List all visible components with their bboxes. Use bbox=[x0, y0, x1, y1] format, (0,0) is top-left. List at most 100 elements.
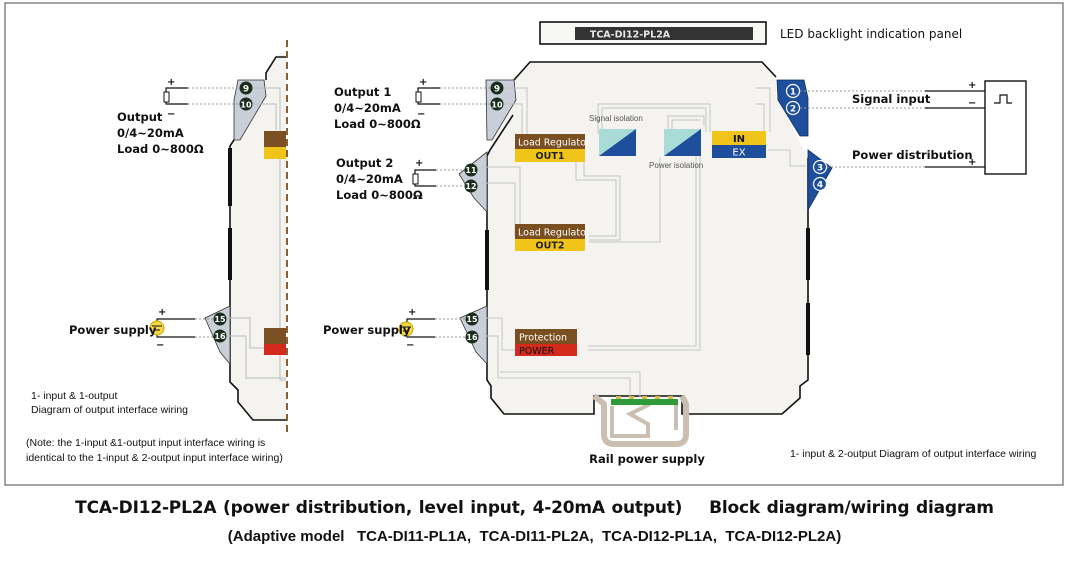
power-supply-label: Power supply bbox=[69, 323, 157, 337]
rail-pcb bbox=[611, 399, 678, 405]
minus-sign: − bbox=[968, 98, 976, 109]
terminal-circle bbox=[213, 312, 227, 326]
rail-clip bbox=[610, 402, 651, 438]
left-protection-block bbox=[264, 328, 286, 344]
led-panel-model: TCA-DI12-PL2A bbox=[590, 30, 671, 41]
dc-source-icon bbox=[398, 321, 414, 337]
terminal-12: 12 bbox=[464, 179, 478, 193]
terminal-15: 15 bbox=[465, 312, 479, 326]
input-block: IN EX bbox=[712, 131, 766, 159]
left-out-block bbox=[264, 147, 286, 159]
power-supply-label: Power supply bbox=[323, 323, 411, 337]
load-regulator-out1: Load Regulator OUT1 bbox=[515, 134, 590, 162]
terminal-number: 15 bbox=[214, 315, 226, 324]
output-wire-plus bbox=[165, 87, 188, 93]
terminal-10: 10 bbox=[490, 97, 504, 111]
terminal-4: 4 bbox=[812, 176, 828, 192]
terminal-number: 2 bbox=[790, 105, 796, 115]
ex-label: EX bbox=[732, 148, 745, 159]
left-wire bbox=[252, 103, 277, 130]
terminal-number: 9 bbox=[494, 85, 500, 95]
terminal-number: 16 bbox=[214, 332, 226, 341]
power-distribution-label: Power distribution bbox=[852, 148, 973, 162]
terminal-10: 10 bbox=[239, 97, 253, 111]
output-range: 0/4~20mA bbox=[117, 126, 184, 140]
led-panel-display bbox=[575, 27, 753, 40]
out2-label: OUT2 bbox=[536, 241, 565, 252]
terminal-number: 11 bbox=[465, 166, 477, 175]
left-module-outline bbox=[229, 95, 286, 421]
terminal-number: 15 bbox=[466, 315, 478, 324]
minus-sign: − bbox=[415, 191, 423, 202]
left-note-line1: (Note: the 1-input &1-output input inter… bbox=[26, 437, 265, 449]
left-caption-line2: Diagram of output interface wiring bbox=[31, 404, 188, 416]
left-wire bbox=[252, 87, 286, 381]
output-title: Output bbox=[117, 110, 163, 124]
terminal-9: 9 bbox=[239, 81, 253, 95]
output2-title: Output 2 bbox=[336, 156, 393, 170]
terminal-number: 9 bbox=[243, 85, 249, 95]
power-isolation-label: Power isolation bbox=[649, 161, 703, 170]
din-rail bbox=[592, 393, 689, 447]
diagram-title: TCA-DI12-PL2A (power distribution, level… bbox=[75, 498, 994, 518]
terminal-16: 16 bbox=[465, 330, 479, 344]
output1-range: 0/4~20mA bbox=[334, 101, 401, 115]
minus-sign: − bbox=[406, 340, 414, 351]
terminal-number: 10 bbox=[491, 101, 503, 110]
right-module-top-outline bbox=[513, 61, 777, 81]
terminal-block-output1 bbox=[485, 79, 517, 141]
terminal-number: 3 bbox=[817, 164, 823, 174]
left-caption-line1: 1- input & 1-output bbox=[31, 390, 117, 402]
led-panel-description: LED backlight indication panel bbox=[780, 27, 962, 41]
load-regulator-label: Load Regulator bbox=[518, 138, 590, 149]
dc-source-icon bbox=[149, 320, 165, 336]
terminal-number: 1 bbox=[790, 88, 796, 98]
terminal-16: 16 bbox=[213, 329, 227, 343]
left-module-latch-2 bbox=[228, 228, 232, 280]
terminal-number: 16 bbox=[466, 333, 478, 342]
power-isolation-block: Power isolation bbox=[649, 129, 703, 170]
output-load: Load 0~800Ω bbox=[117, 142, 204, 156]
terminal-3: 3 bbox=[812, 159, 828, 175]
rail-power-supply-label: Rail power supply bbox=[589, 452, 705, 466]
left-module: 9 10 15 16 + − Output 0/4~20mA Load 0~80… bbox=[26, 40, 288, 464]
diagram-subtitle: (Adaptive model TCA-DI11-PL1A, TCA-DI11-… bbox=[227, 528, 842, 545]
power-label: POWER bbox=[519, 346, 555, 357]
load-resistor-icon bbox=[163, 91, 170, 103]
in-label: IN bbox=[733, 134, 745, 145]
pulse-signal-icon bbox=[994, 94, 1012, 104]
rail-power-supply: Rail power supply bbox=[589, 393, 705, 466]
left-module-latch-1 bbox=[228, 148, 232, 206]
output1-load: Load 0~800Ω bbox=[334, 117, 421, 131]
minus-sign: − bbox=[167, 109, 175, 120]
terminal-number: 12 bbox=[465, 182, 476, 191]
terminal-number: 10 bbox=[240, 101, 252, 110]
terminal-circle bbox=[239, 97, 253, 111]
output1-title: Output 1 bbox=[334, 85, 391, 99]
internal-wiring bbox=[482, 87, 806, 398]
minus-sign: − bbox=[417, 109, 425, 120]
load-resistor-icon bbox=[415, 91, 422, 103]
right-module-latch-right-2 bbox=[806, 303, 810, 355]
plus-sign: + bbox=[158, 307, 166, 318]
terminal-number: 4 bbox=[817, 181, 823, 191]
plus-sign: + bbox=[968, 80, 976, 91]
left-terminal-block-output bbox=[233, 79, 267, 141]
right-module-latch-left bbox=[485, 230, 489, 290]
load-regulator-out2: Load Regulator OUT2 bbox=[515, 224, 590, 252]
out1-label: OUT1 bbox=[536, 151, 565, 162]
terminal-9: 9 bbox=[490, 81, 504, 95]
signal-isolation-block: Signal isolation bbox=[589, 114, 643, 156]
terminal-2: 2 bbox=[785, 100, 801, 116]
left-wire bbox=[226, 317, 264, 349]
output2-range: 0/4~20mA bbox=[336, 172, 403, 186]
left-wire bbox=[226, 335, 286, 379]
plus-sign: + bbox=[408, 307, 416, 318]
plus-sign: + bbox=[419, 77, 427, 88]
right-caption: 1- input & 2-output Diagram of output in… bbox=[790, 448, 1036, 460]
right-module: Load Regulator OUT1 Load Regulator OUT2 … bbox=[323, 61, 1036, 466]
output2-load: Load 0~800Ω bbox=[336, 188, 423, 202]
minus-sign: − bbox=[156, 340, 164, 351]
output2-wire-plus bbox=[414, 169, 436, 175]
